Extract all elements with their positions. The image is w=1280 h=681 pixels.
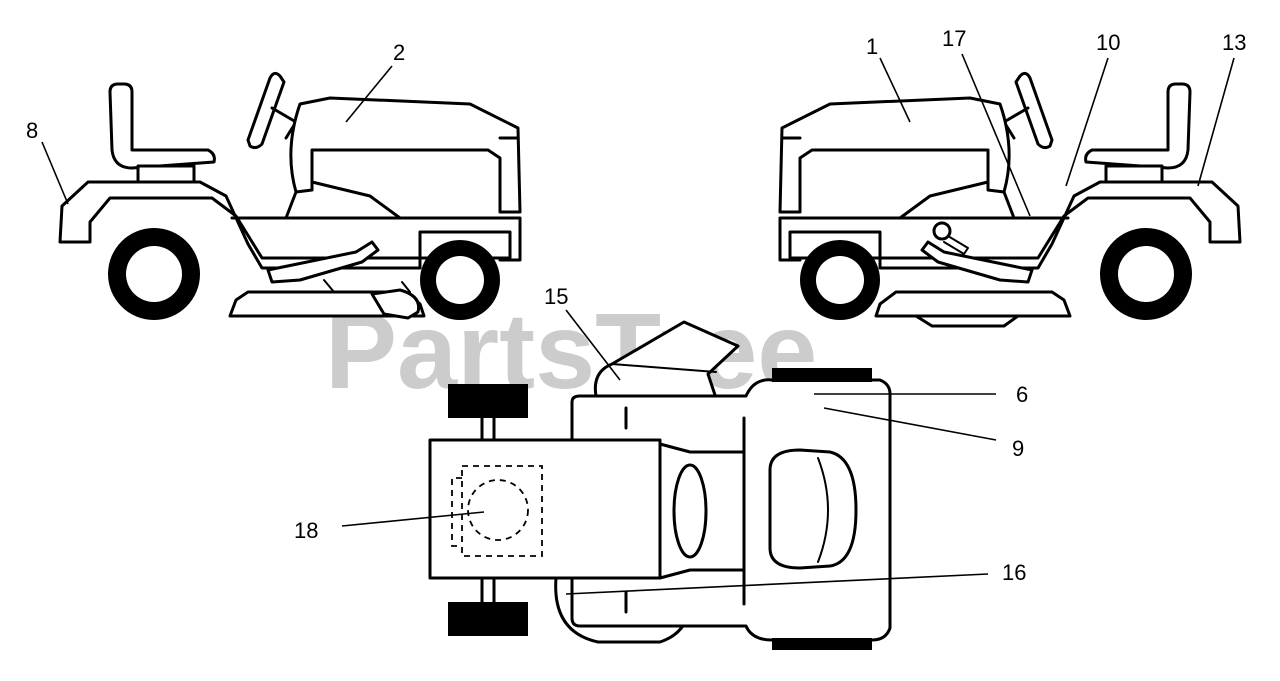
right-dash-post bbox=[1002, 190, 1016, 220]
callout-15: 15 bbox=[544, 284, 568, 309]
callout-13: 13 bbox=[1222, 30, 1246, 55]
top-front-tire-lower bbox=[772, 638, 872, 650]
right-frame bbox=[778, 216, 1070, 262]
right-mower-deck bbox=[874, 290, 1072, 318]
right-hood bbox=[778, 96, 1011, 214]
top-grass-bag bbox=[593, 320, 740, 400]
leader-2 bbox=[345, 65, 393, 123]
left-deck-hanger bbox=[323, 279, 411, 293]
callout-8: 8 bbox=[26, 118, 38, 143]
top-grass-bag-seam bbox=[611, 363, 717, 373]
left-deck-chute bbox=[370, 288, 421, 320]
right-front-wheel-hub bbox=[816, 256, 864, 304]
callout-9: 9 bbox=[1012, 436, 1024, 461]
right-steering-wheel bbox=[1014, 71, 1054, 150]
leader-15 bbox=[565, 309, 621, 381]
left-hood bbox=[289, 96, 522, 214]
right-pedal bbox=[920, 240, 1034, 284]
right-hood-bottom bbox=[898, 180, 990, 220]
left-dash-post bbox=[284, 190, 298, 220]
leader-1 bbox=[879, 57, 911, 123]
callout-17: 17 bbox=[942, 26, 966, 51]
leader-13 bbox=[1197, 57, 1235, 187]
right-ignition-key bbox=[932, 221, 969, 255]
callout-2: 2 bbox=[393, 40, 405, 65]
top-hood-vent bbox=[768, 448, 858, 570]
leader-16 bbox=[565, 573, 989, 595]
top-steering-wheel bbox=[672, 463, 708, 559]
left-front-wheel-hub bbox=[436, 256, 484, 304]
right-seat-back bbox=[1084, 82, 1192, 170]
tractor-top-view bbox=[428, 320, 892, 650]
leader-10 bbox=[1065, 57, 1109, 187]
top-seat-plate bbox=[428, 438, 662, 580]
callout-6: 6 bbox=[1016, 382, 1028, 407]
leader-9 bbox=[823, 407, 997, 441]
left-frame bbox=[230, 216, 522, 262]
top-decal-side bbox=[451, 477, 462, 547]
right-seat-base bbox=[1104, 164, 1164, 184]
callout-18: 18 bbox=[294, 518, 318, 543]
left-seat-back bbox=[108, 82, 216, 170]
top-front-tire-upper bbox=[772, 368, 872, 382]
leader-8 bbox=[41, 141, 69, 205]
left-steering-wheel bbox=[246, 71, 286, 150]
top-rear-axle bbox=[480, 416, 496, 604]
left-pedal bbox=[266, 240, 380, 284]
top-hood-vent-inner bbox=[817, 457, 829, 563]
leader-18 bbox=[341, 511, 485, 527]
tractor-left-side-view bbox=[58, 71, 522, 320]
left-seat-base bbox=[136, 164, 196, 184]
callout-16: 16 bbox=[1002, 560, 1026, 585]
top-rear-tire-lower bbox=[448, 602, 528, 636]
right-rear-wheel-hub bbox=[1118, 246, 1174, 302]
top-rear-tire-upper bbox=[448, 384, 528, 418]
top-decal-outline bbox=[461, 465, 543, 557]
left-hood-bottom bbox=[310, 180, 402, 220]
callout-10: 10 bbox=[1096, 30, 1120, 55]
top-decal-circle bbox=[467, 479, 529, 541]
leader-lines bbox=[41, 53, 1235, 595]
tractor-right-side-view bbox=[778, 71, 1242, 328]
right-deck-guard bbox=[914, 314, 1020, 328]
leader-17 bbox=[961, 53, 1031, 217]
callout-labels: 8 2 1 17 10 13 15 6 9 18 16 bbox=[26, 26, 1246, 585]
callout-1: 1 bbox=[866, 34, 878, 59]
left-rear-wheel-hub bbox=[126, 246, 182, 302]
